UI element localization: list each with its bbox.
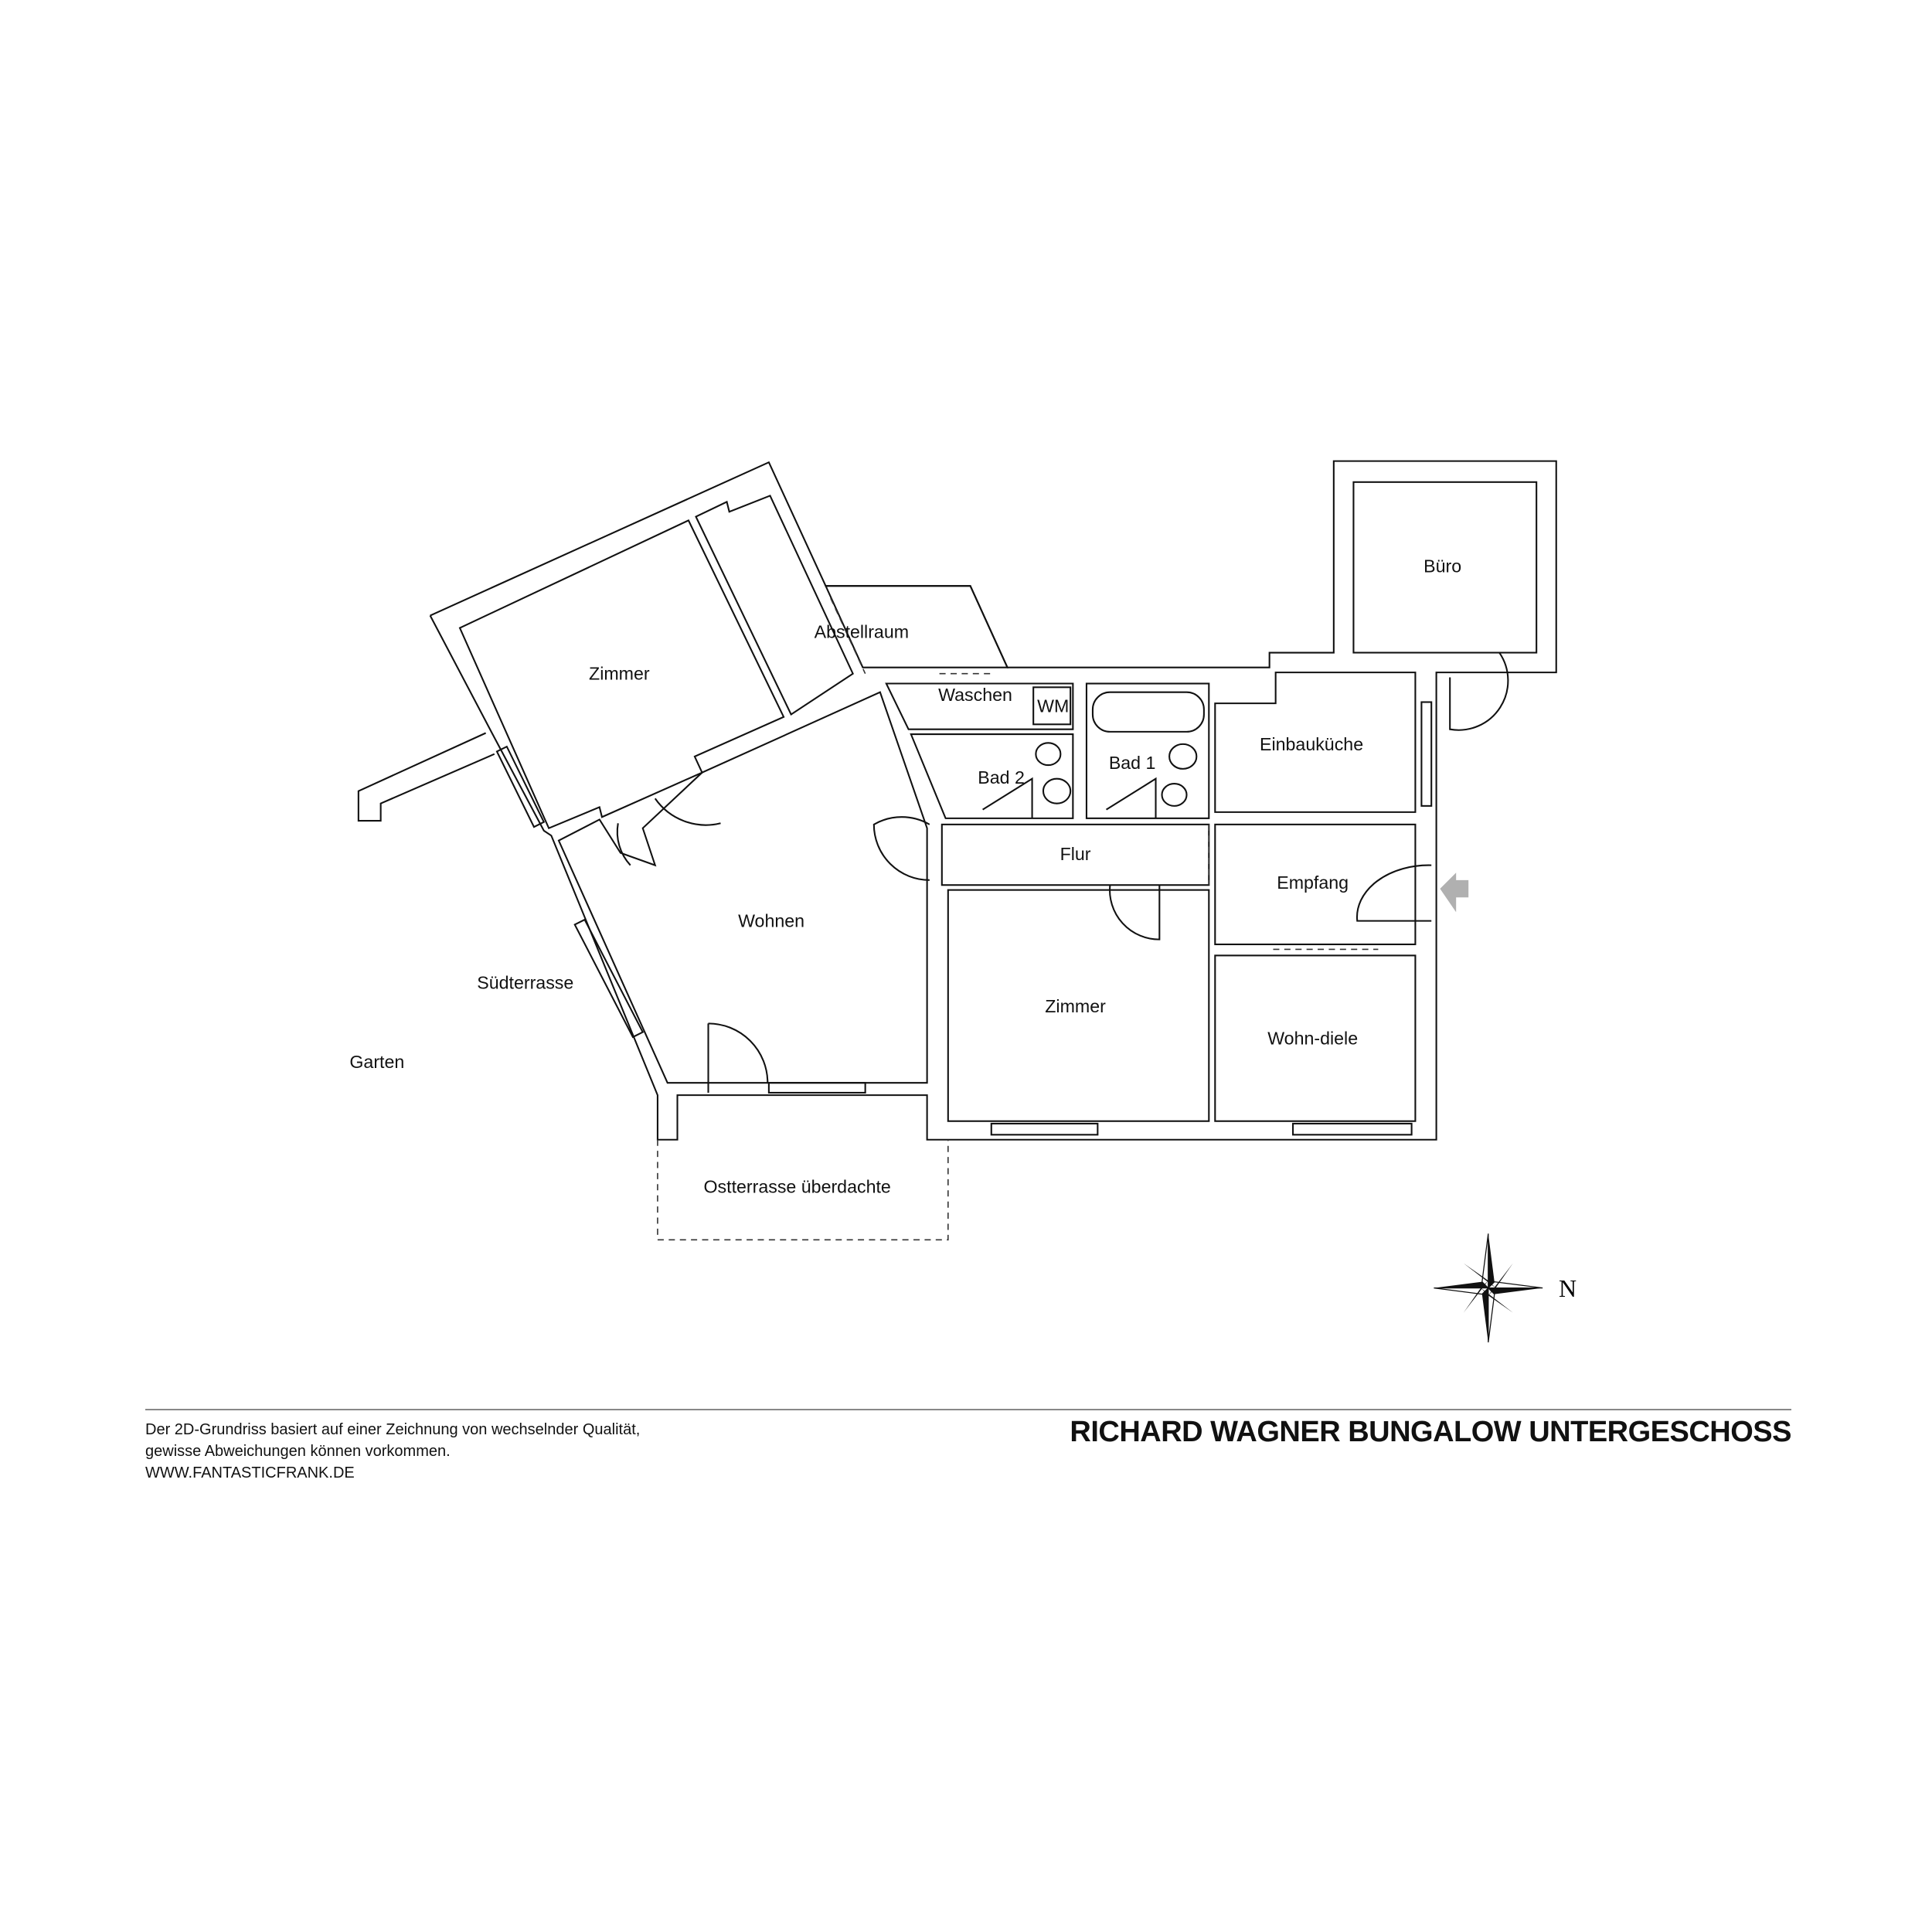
bathtub-icon bbox=[1091, 691, 1205, 733]
door bbox=[872, 816, 930, 881]
entrance-arrow-icon bbox=[1440, 872, 1469, 913]
room-wohnen bbox=[557, 691, 928, 1084]
north-label: N bbox=[1559, 1275, 1577, 1302]
room-bad1 bbox=[1085, 682, 1210, 819]
plan-title: RICHARD WAGNER BUNGALOW UNTERGESCHOSS bbox=[1070, 1416, 1791, 1448]
room-bad2 bbox=[910, 733, 1074, 819]
label-wohnen: Wohnen bbox=[738, 911, 804, 931]
toilet-icon bbox=[1035, 742, 1062, 767]
label-bad2: Bad 2 bbox=[978, 767, 1025, 787]
compass-rose-icon bbox=[1434, 1233, 1543, 1343]
disclaimer: Der 2D-Grundriss basiert auf einer Zeich… bbox=[145, 1419, 640, 1484]
door bbox=[1108, 885, 1161, 940]
footer-divider bbox=[145, 1409, 1791, 1410]
window bbox=[767, 1082, 866, 1094]
door bbox=[1449, 651, 1509, 731]
door bbox=[707, 1022, 769, 1093]
south-terrace-wall bbox=[357, 732, 495, 822]
window bbox=[1420, 701, 1433, 807]
window bbox=[573, 918, 645, 1039]
window bbox=[990, 1122, 1099, 1136]
label-wohn-diele: Wohn-diele bbox=[1267, 1029, 1358, 1049]
ostterrasse-outline bbox=[657, 1139, 949, 1241]
label-ostterrasse: Ostterrasse überdachte bbox=[704, 1177, 891, 1197]
label-waschen: Waschen bbox=[938, 685, 1012, 705]
window bbox=[1292, 1122, 1413, 1136]
sink-icon bbox=[1168, 743, 1198, 770]
toilet-icon bbox=[1161, 783, 1188, 807]
label-einbaukueche: Einbauküche bbox=[1260, 734, 1363, 754]
room-wohn-diele bbox=[1214, 954, 1417, 1122]
label-garten: Garten bbox=[349, 1052, 404, 1072]
room-einbaukueche bbox=[1214, 672, 1417, 813]
room-zimmer-s bbox=[947, 889, 1210, 1122]
room-buero bbox=[1352, 481, 1538, 654]
washing-machine bbox=[1032, 686, 1072, 726]
room-flur bbox=[940, 823, 1210, 886]
website-link[interactable]: WWW.FANTASTICFRANK.DE bbox=[145, 1464, 355, 1481]
label-empfang: Empfang bbox=[1277, 872, 1349, 893]
label-suedterrasse: Südterrasse bbox=[477, 973, 573, 993]
label-flur: Flur bbox=[1060, 844, 1091, 864]
sink-icon bbox=[1042, 777, 1072, 804]
window bbox=[495, 745, 546, 828]
entrance-door[interactable] bbox=[1355, 864, 1432, 922]
label-abstellraum: Abstellraum bbox=[815, 621, 909, 641]
bath-doors bbox=[982, 777, 1157, 818]
label-zimmer-s: Zimmer bbox=[1045, 996, 1106, 1016]
label-wm: WM bbox=[1037, 696, 1069, 716]
label-buero: Büro bbox=[1423, 556, 1461, 577]
label-bad1: Bad 1 bbox=[1109, 753, 1156, 773]
label-zimmer-nw: Zimmer bbox=[589, 664, 650, 684]
disclaimer-line-1: Der 2D-Grundriss basiert auf einer Zeich… bbox=[145, 1421, 641, 1438]
disclaimer-line-2: gewisse Abweichungen können vorkommen. bbox=[145, 1443, 451, 1460]
room-waschen bbox=[885, 682, 1074, 730]
room-empfang bbox=[1214, 823, 1417, 946]
door bbox=[616, 823, 631, 866]
door bbox=[654, 798, 721, 826]
room-strip bbox=[695, 495, 854, 716]
